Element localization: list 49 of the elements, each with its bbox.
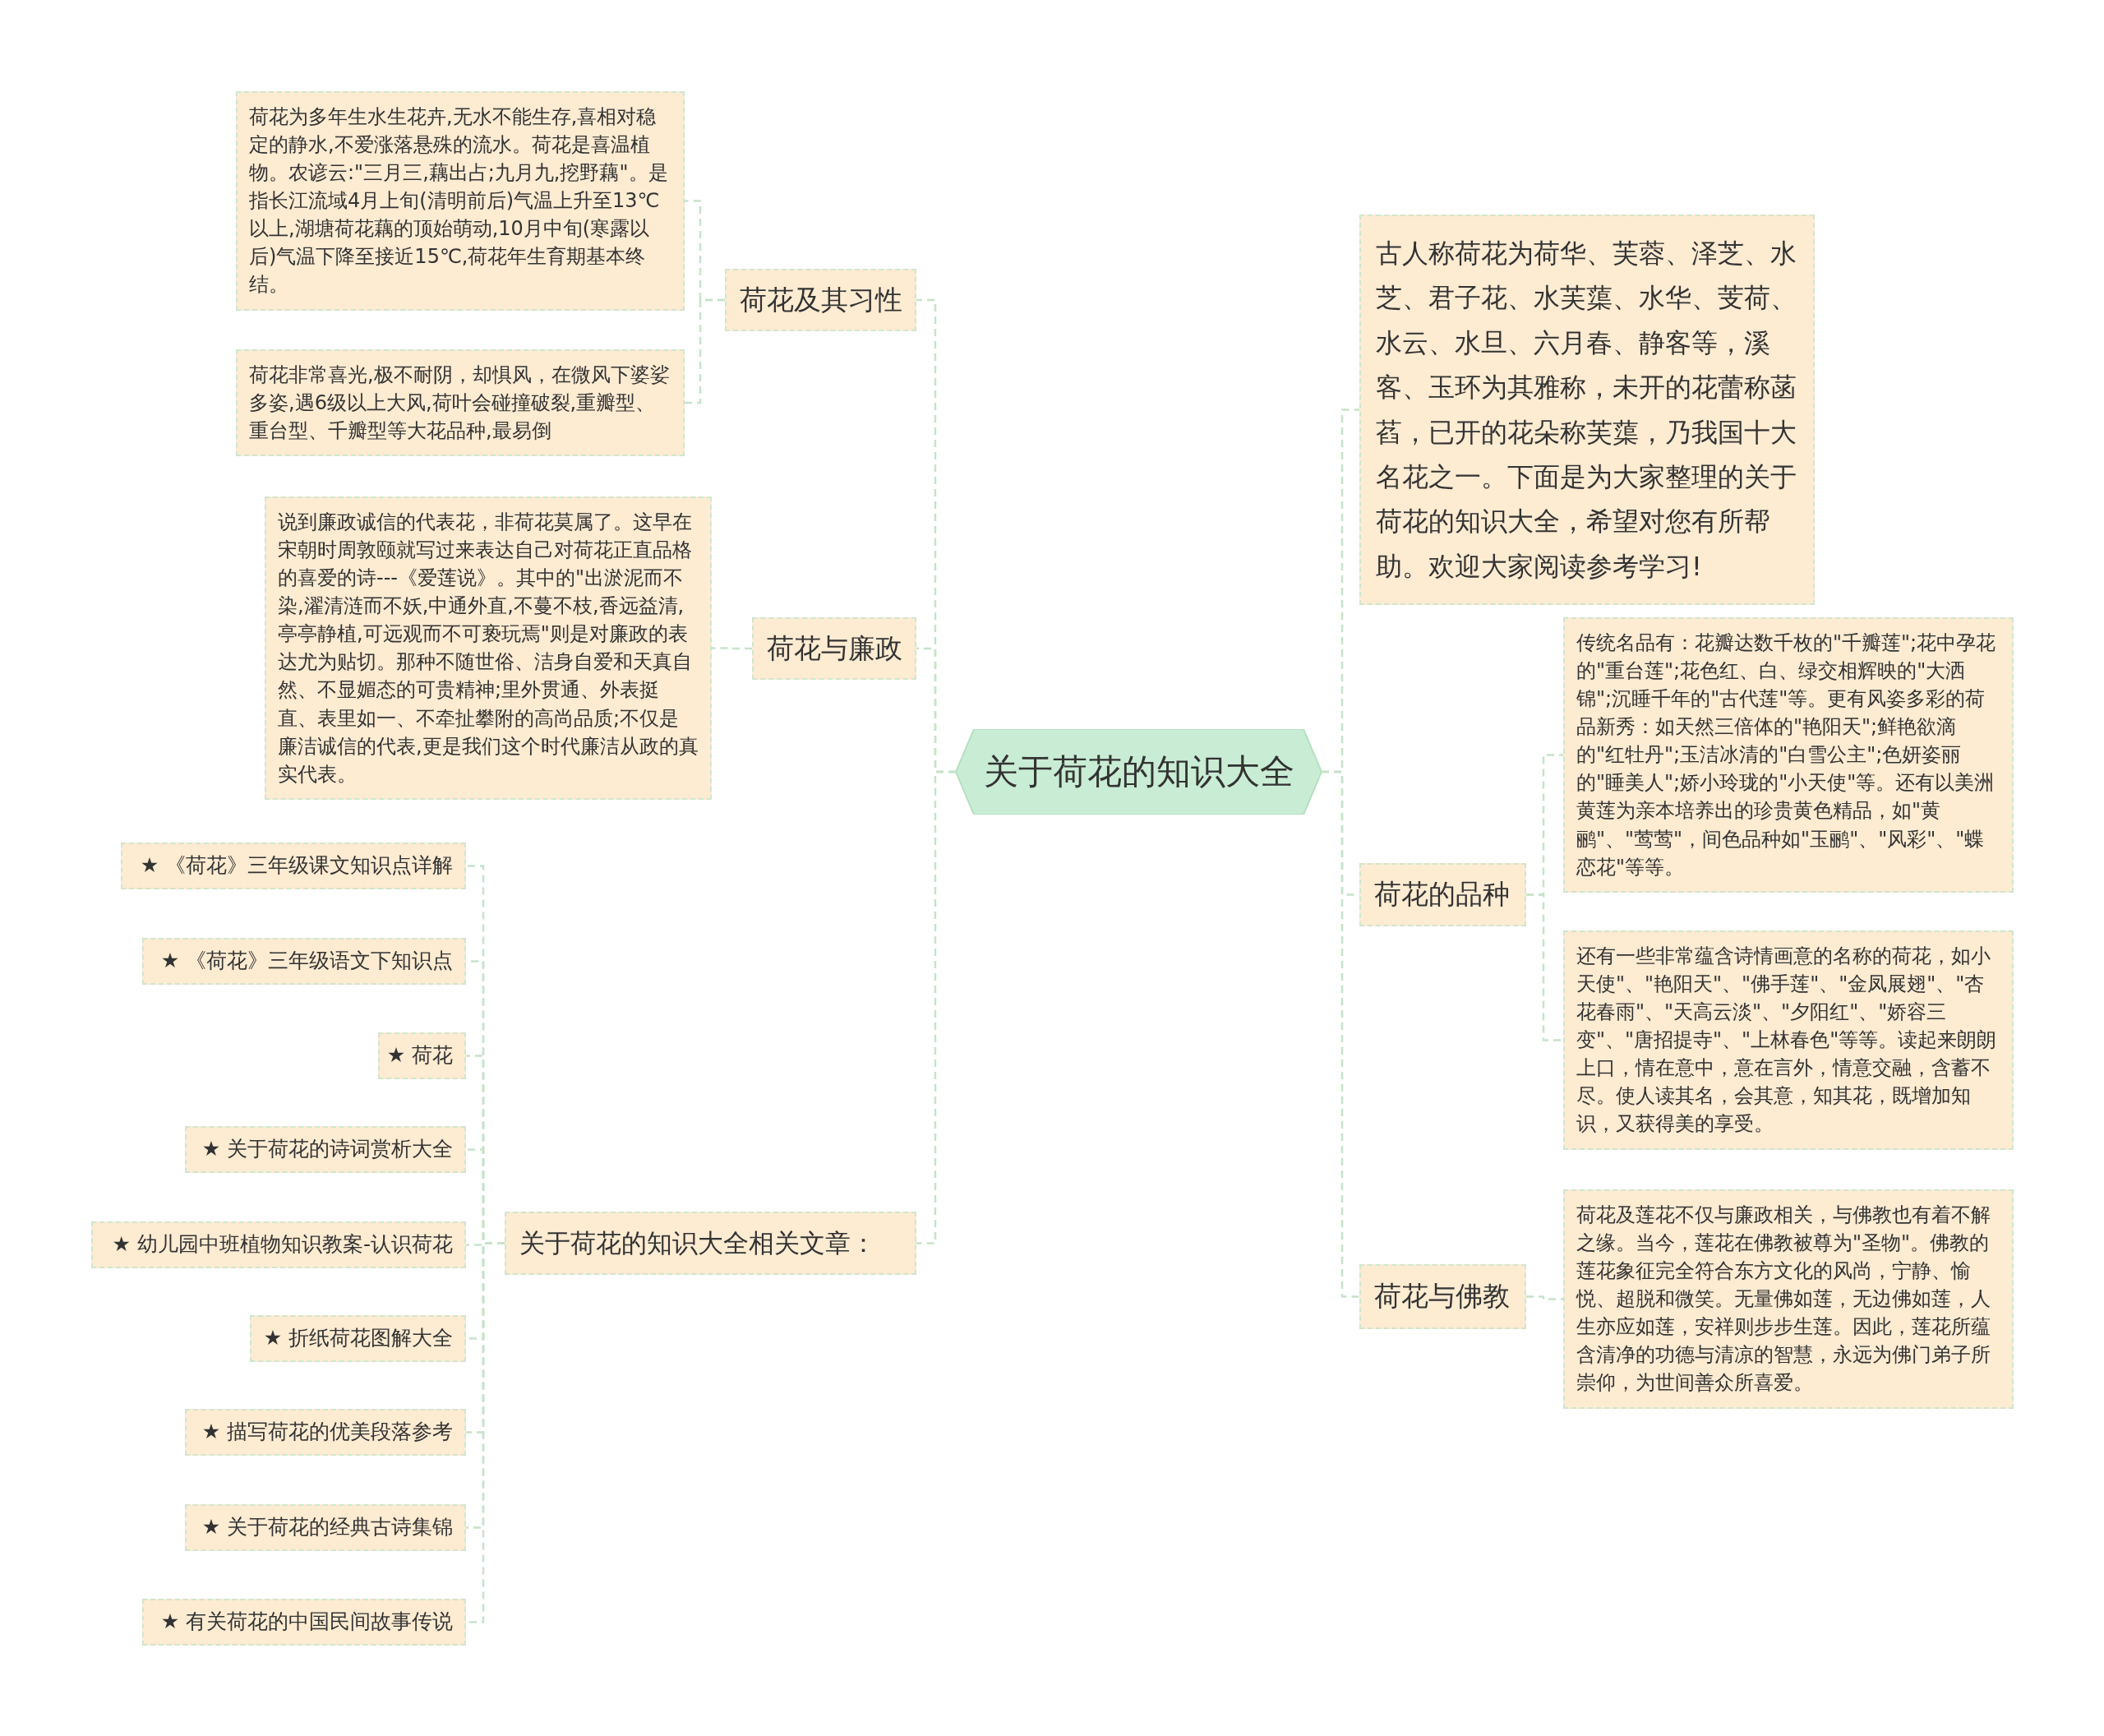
- intro-card: [1359, 215, 1815, 606]
- link-text: ★ 《荷花》三年级语文下知识点: [160, 948, 453, 975]
- paragraph: 荷花为多年生水生花卉,无水不能生存,喜相对稳定的静水,不爱涨落悬殊的流水。荷花是喜温植物。农谚云:"三月三,藕出占;九月九,挖野藕"。是指长江流域4月上旬(清明前后)气温上升至13℃以上,湖塘荷花藕的顶始萌动,10月中旬(寒露以后)气温下降至接近15℃,荷花年生育期基本终结。: [249, 104, 669, 298]
- paragraph: 还有一些非常蕴含诗情画意的名称的荷花，如小天使"、"艳阳天"、"佛手莲"、"金凤展翅"、"杏花春雨"、"天高云淡"、"夕阳红"、"娇容三变"、"唐招提寺"、"上林春色"等等。读起来朗朗上口，情在意中，意在言外，情意交融，含蓄不尽。使人读其名，会其意，知其花，既增加知识，又获得美的享受。: [1576, 944, 1998, 1138]
- branch-topic: [752, 617, 916, 680]
- note-card: [236, 349, 685, 457]
- link-text: ★ 折纸荷花图解大全: [263, 1325, 453, 1352]
- link-text: ★ 关于荷花的经典古诗集锦: [201, 1514, 453, 1541]
- article-link-card: [185, 1409, 466, 1456]
- article-link-card: [142, 1599, 466, 1646]
- article-link-card: [142, 938, 466, 985]
- connector-line: [916, 770, 956, 1244]
- branch-topic: [1359, 1264, 1526, 1329]
- note-card: [1563, 617, 2014, 893]
- note-card: [1563, 930, 2014, 1150]
- branch-topic: [1359, 863, 1526, 926]
- link-text: ★ 关于荷花的诗词赏析大全: [201, 1136, 453, 1163]
- article-link-card: [378, 1032, 466, 1079]
- topic-label: 荷花与廉政: [767, 630, 902, 666]
- link-text: ★ 《荷花》三年级课文知识点详解: [140, 852, 453, 880]
- connector-line: [1526, 1295, 1563, 1300]
- branch-topic: [725, 269, 916, 331]
- paragraph: 荷花非常喜光,极不耐阴，却惧风，在微风下婆娑多姿,遇6级以上大风,荷叶会碰撞破裂,重瓣型、重台型、千瓣型等大花品种,最易倒: [249, 362, 671, 445]
- link-text: ★ 幼儿园中班植物知识教案-认识荷花: [112, 1231, 453, 1258]
- article-link-card: [250, 1315, 466, 1362]
- topic-label: 荷花的品种: [1374, 877, 1510, 912]
- note-card: [236, 91, 685, 311]
- paragraph: 说到廉政诚信的代表花，非荷花莫属了。这早在宋朝时周敦颐就写过来表达自己对荷花正直品格的喜爱的诗---《爱莲说》。其中的"出淤泥而不染,濯清涟而不妖,中通外直,不蔓不枝,香远益清,亭亭静植,可远观而不可亵玩焉"则是对廉政的表达尤为贴切。那种不随世俗、洁身自爱和天真自然、不显媚态的可贵精神;里外贯通、外表挺直、表里如一、不牵扯攀附的高尚品质;不仅是廉洁诚信的代表,更是我们这个时代廉洁从政的真实代表。: [278, 510, 699, 787]
- topic-label: 关于荷花的知识大全相关文章：: [519, 1227, 876, 1260]
- paragraph: 古人称荷花为荷华、芙蓉、泽芝、水芝、君子花、水芙蕖、水华、芰荷、水云、水旦、六月春、静客等，溪客、玉环为其雅称，未开的花蕾称菡萏，已开的花朵称芙蕖，乃我国十大名花之一。下面是为大家整理的关于荷花的知识大全，希望对您有所帮助。欢迎大家阅读参考学习!: [1376, 237, 1797, 584]
- connector-line: [1526, 893, 1563, 1041]
- paragraph: 传统名品有：花瓣达数千枚的"千瓣莲";花中孕花的"重台莲";花色红、白、绿交相辉映的"大洒锦";沉睡千年的"古代莲"等。更有风姿多彩的荷品新秀：如天然三倍体的"艳阳天";鲜艳欲滴的"红牡丹";玉洁冰清的"白雪公主";色妍姿丽的"睡美人";娇小玲珑的"小天使"等。还有以美洲黄莲为亲本培养出的珍贵黄色精品，如"黄鹂"、"莺莺"，间色品种如"玉鹂"、"风彩"、"蝶恋花"等等。: [1576, 630, 1997, 880]
- link-text: ★ 描写荷花的优美段落参考: [201, 1419, 453, 1446]
- central-topic: [956, 729, 1322, 815]
- connector-line: [685, 298, 725, 404]
- article-link-card: [91, 1221, 466, 1268]
- note-card: [1563, 1189, 2014, 1409]
- paragraph: 荷花及莲花不仅与廉政相关，与佛教也有着不解之缘。当今，莲花在佛教被尊为"圣物"。佛教的莲花象征完全符合东方文化的风尚，宁静、愉悦、超脱和微笑。无量佛如莲，无边佛如莲，人生亦应如莲，安祥则步步生莲。因此，莲花所蕴含清净的功德与清凉的智慧，永远为佛门弟子所崇仰，为世间善众所喜爱。: [1576, 1203, 1991, 1397]
- article-link-card: [121, 843, 466, 889]
- article-link-card: [185, 1504, 466, 1551]
- article-link-card: [185, 1126, 466, 1173]
- branch-topic: [505, 1212, 916, 1275]
- connector-line: [1322, 770, 1359, 1298]
- connector-line: [712, 647, 752, 650]
- topic-label: 荷花及其习性: [740, 282, 902, 317]
- topic-label: 荷花与佛教: [1374, 1279, 1510, 1314]
- topic-title: 关于荷花的知识大全: [983, 750, 1294, 793]
- link-text: ★ 有关荷花的中国民间故事传说: [160, 1609, 453, 1636]
- link-text: ★ 荷花: [386, 1042, 453, 1069]
